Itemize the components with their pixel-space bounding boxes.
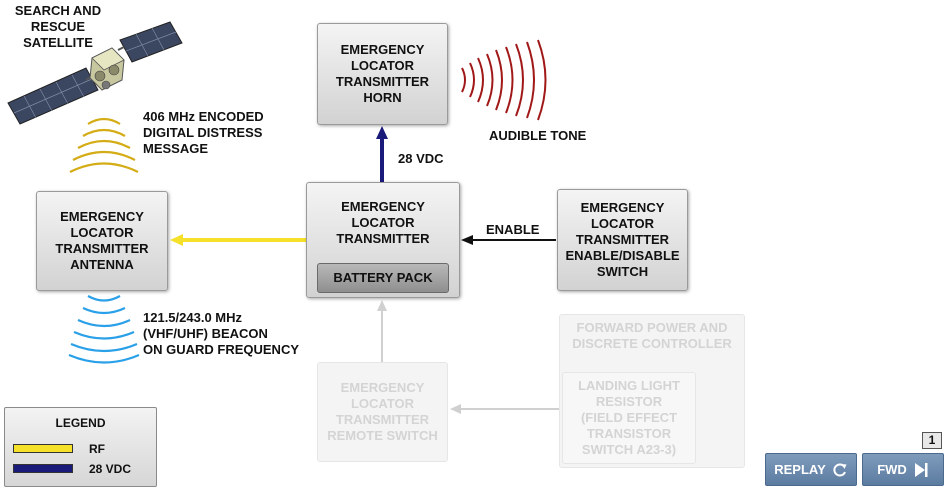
battery-pack-box: BATTERY PACK (317, 263, 449, 293)
elt-antenna-box: EMERGENCY LOCATOR TRANSMITTER ANTENNA (36, 191, 168, 291)
landing-light-resistor-label: LANDING LIGHT RESISTOR (FIELD EFFECT TRA… (578, 378, 680, 457)
skip-forward-icon (914, 462, 928, 477)
beacon-121-label: 121.5/243.0 MHz (VHF/UHF) BEACON ON GUAR… (143, 310, 300, 357)
fwd-button[interactable]: FWD (862, 453, 944, 486)
distress-406-waves-icon (69, 117, 139, 173)
landing-light-resistor-box: LANDING LIGHT RESISTOR (FIELD EFFECT TRA… (562, 372, 696, 464)
elt-remote-switch-label: EMERGENCY LOCATOR TRANSMITTER REMOTE SWI… (327, 380, 438, 443)
audible-tone-waves-icon (461, 39, 547, 121)
forward-power-controller-label: FORWARD POWER AND DISCRETE CONTROLLER (572, 320, 732, 351)
fwd-label: FWD (877, 462, 907, 477)
vdc-arrow (376, 126, 388, 182)
elt-transmitter-box: EMERGENCY LOCATOR TRANSMITTER BATTERY PA… (306, 182, 460, 298)
legend-vdc-label: 28 VDC (89, 462, 132, 476)
legend: LEGEND RF 28 VDC (4, 407, 157, 487)
legend-vdc-swatch (13, 464, 73, 473)
elt-horn-label: EMERGENCY LOCATOR TRANSMITTER HORN (335, 42, 430, 105)
enable-arrow (461, 235, 556, 245)
legend-title: LEGEND (55, 416, 106, 430)
page-number: 1 (922, 432, 942, 449)
forward-power-controller-box: FORWARD POWER AND DISCRETE CONTROLLER LA… (559, 314, 745, 468)
distress-406-label: 406 MHz ENCODED DIGITAL DISTRESS MESSAGE (143, 109, 264, 156)
elt-horn-box: EMERGENCY LOCATOR TRANSMITTER HORN (317, 23, 448, 125)
vdc-label: 28 VDC (398, 151, 444, 166)
satellite-icon (7, 21, 183, 125)
replay-button[interactable]: REPLAY (765, 453, 857, 486)
replay-icon (833, 463, 847, 476)
legend-rf-label: RF (89, 442, 105, 456)
elt-transmitter-label: EMERGENCY LOCATOR TRANSMITTER (336, 199, 430, 246)
elt-enable-switch-box: EMERGENCY LOCATOR TRANSMITTER ENABLE/DIS… (557, 189, 688, 291)
faded-remote-arrow (377, 300, 387, 362)
elt-enable-switch-label: EMERGENCY LOCATOR TRANSMITTER ENABLE/DIS… (565, 200, 680, 279)
enable-label: ENABLE (486, 222, 540, 237)
faded-landing-light-arrow (450, 404, 560, 414)
rf-arrow (170, 234, 306, 246)
elt-antenna-label: EMERGENCY LOCATOR TRANSMITTER ANTENNA (55, 209, 149, 272)
legend-rf-swatch (13, 444, 73, 453)
elt-remote-switch-box: EMERGENCY LOCATOR TRANSMITTER REMOTE SWI… (317, 362, 448, 462)
replay-label: REPLAY (774, 462, 826, 477)
satellite-label: SEARCH AND RESCUE SATELLITE (14, 3, 102, 50)
battery-pack-label: BATTERY PACK (333, 270, 433, 285)
audible-tone-label: AUDIBLE TONE (489, 128, 587, 143)
beacon-121-waves-icon (68, 295, 140, 364)
